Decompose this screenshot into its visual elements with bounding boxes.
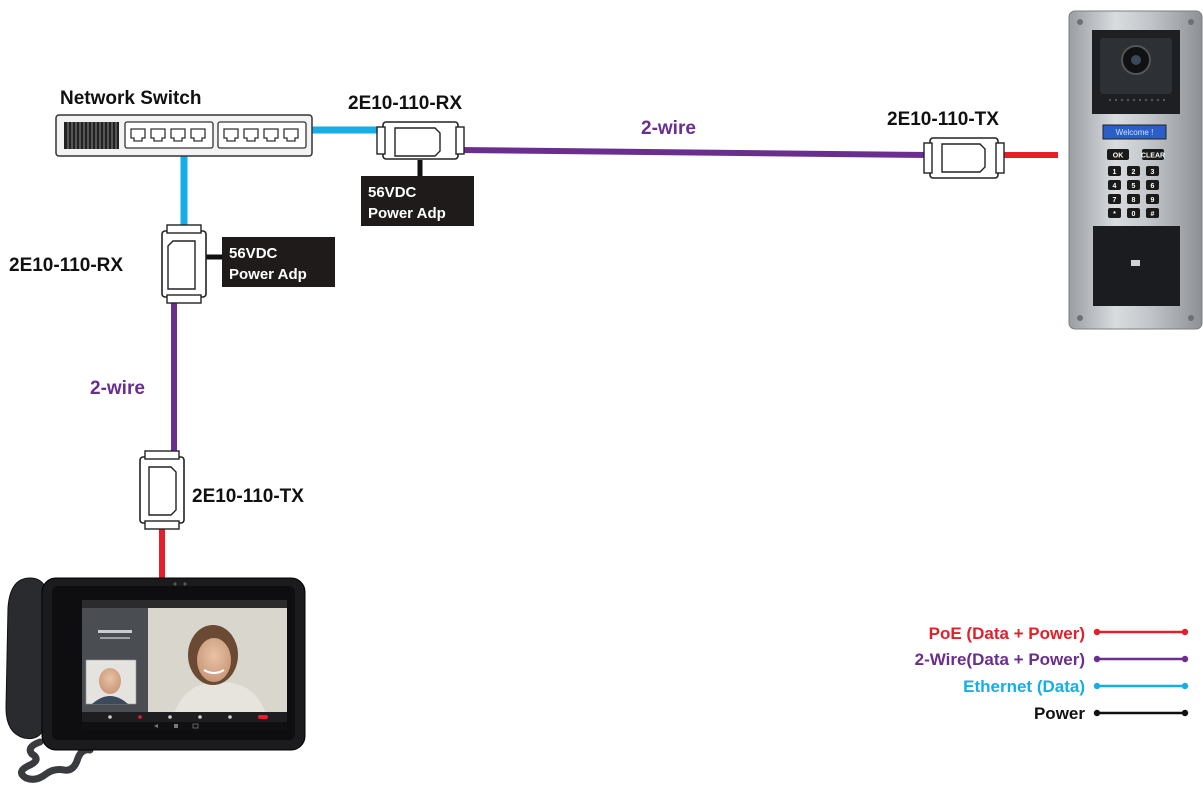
clear-key: CLEAR xyxy=(1141,153,1165,160)
two-wire-left-label: 2-wire xyxy=(90,378,145,399)
two-wire-top-label: 2-wire xyxy=(641,118,696,139)
rx-unit-left xyxy=(161,224,207,304)
tx-top-label: 2E10-110-TX xyxy=(887,109,999,130)
key-7: 7 xyxy=(1113,197,1117,204)
network-switch xyxy=(55,114,313,157)
switch-ports-group-2 xyxy=(217,121,307,149)
recent-apps-icon xyxy=(192,723,199,729)
door-station: Welcome ! OK CLEAR 1 2 3 4 5 6 7 8 9 * 0… xyxy=(1068,10,1203,330)
two-wire-cable-top xyxy=(457,147,931,158)
tx-unit-left xyxy=(139,450,185,530)
rx-unit-top xyxy=(376,121,465,160)
legend-label-poe: PoE (Data + Power) xyxy=(929,624,1085,643)
card-icon xyxy=(1131,260,1140,266)
legend-item-poe: PoE (Data + Power) xyxy=(929,624,1189,643)
mute-icon xyxy=(138,715,142,719)
legend-label-ethernet: Ethernet (Data) xyxy=(963,677,1085,696)
power-adapter-left: 56VDC Power Adp xyxy=(222,237,335,287)
screw-icon xyxy=(1077,19,1083,25)
door-display xyxy=(1102,124,1167,140)
key-1: 1 xyxy=(1113,169,1117,176)
network-switch-label: Network Switch xyxy=(60,88,201,109)
screw-icon xyxy=(1188,19,1194,25)
legend-label-two-wire: 2-Wire(Data + Power) xyxy=(915,650,1085,669)
power-adapter-top: 56VDC Power Adp xyxy=(361,176,474,226)
ok-key: OK xyxy=(1113,153,1124,160)
key-3: 3 xyxy=(1151,169,1155,176)
key-8: 8 xyxy=(1132,197,1136,204)
legend: PoE (Data + Power) 2-Wire(Data + Power) … xyxy=(915,624,1189,723)
power-adapter-top-line1: 56VDC xyxy=(368,184,417,201)
home-icon xyxy=(174,724,178,728)
door-display-text: Welcome ! xyxy=(1116,128,1154,137)
power-adapter-left-line2: Power Adp xyxy=(229,266,307,283)
tx-unit-top xyxy=(923,137,1005,179)
key-9: 9 xyxy=(1151,197,1155,204)
rx-left-label: 2E10-110-RX xyxy=(9,255,123,276)
key-6: 6 xyxy=(1151,183,1155,190)
key-5: 5 xyxy=(1132,183,1136,190)
power-adapter-top-line2: Power Adp xyxy=(368,205,446,222)
key-star: * xyxy=(1113,211,1116,218)
coiled-cord xyxy=(18,738,94,783)
keypad: 1 2 3 4 5 6 7 8 9 * 0 # xyxy=(1108,166,1159,218)
rx-top-label: 2E10-110-RX xyxy=(348,93,462,114)
key-0: 0 xyxy=(1132,211,1136,218)
switch-vent xyxy=(64,122,119,149)
switch-ports-group-1 xyxy=(124,121,214,149)
back-icon xyxy=(154,724,158,728)
key-4: 4 xyxy=(1113,183,1117,190)
tx-left-label: 2E10-110-TX xyxy=(192,486,304,507)
video-phone xyxy=(5,577,306,783)
hangup-icon xyxy=(258,715,268,719)
key-hash: # xyxy=(1151,211,1155,218)
key-2: 2 xyxy=(1132,169,1136,176)
legend-item-two-wire: 2-Wire(Data + Power) xyxy=(915,650,1189,669)
legend-item-power: Power xyxy=(1034,704,1189,723)
legend-item-ethernet: Ethernet (Data) xyxy=(963,677,1189,696)
legend-label-power: Power xyxy=(1034,704,1085,723)
power-adapter-left-line1: 56VDC xyxy=(229,245,278,262)
screw-icon xyxy=(1077,315,1083,321)
screw-icon xyxy=(1188,315,1194,321)
